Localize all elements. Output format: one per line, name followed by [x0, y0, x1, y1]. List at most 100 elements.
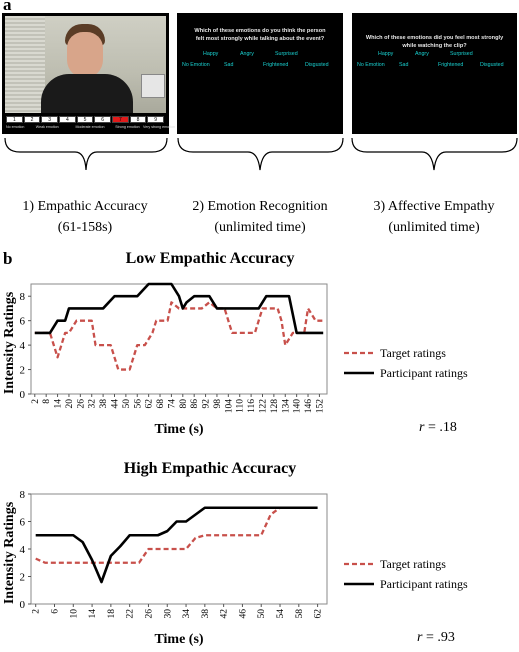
emotion-option[interactable]: Surprised: [275, 51, 298, 57]
chart-2-title: High Empathic Accuracy: [123, 460, 297, 477]
video-frame: [5, 16, 166, 113]
emotion-option[interactable]: Disgusted: [480, 62, 504, 68]
x-tick-label: 26: [144, 609, 154, 619]
rating-box[interactable]: 6: [94, 116, 111, 123]
rating-box[interactable]: 8: [129, 116, 147, 123]
rating-scale-label: Strong emotion: [115, 125, 140, 129]
rating-box[interactable]: 9: [147, 116, 164, 123]
panel-b-letter: b: [3, 249, 13, 268]
x-tick-label: 22: [126, 609, 136, 619]
brace-2: [177, 137, 344, 171]
chart-2-r-symbol: r: [417, 630, 423, 645]
x-tick-label: 128: [270, 399, 280, 414]
x-tick-label: 26: [76, 399, 86, 409]
y-tick-label: 2: [20, 365, 26, 377]
caption-empathic-accuracy: 1) Empathic Accuracy (61-158s): [0, 196, 170, 238]
emotion-recognition-screen: Which of these emotions do you think the…: [177, 13, 343, 134]
caption-affective-empathy: 3) Affective Empathy (unlimited time): [349, 196, 519, 238]
target-ratings-line: [35, 506, 318, 564]
rating-box[interactable]: 2: [23, 116, 41, 123]
x-tick-label: 46: [238, 609, 248, 619]
emotion-option[interactable]: Surprised: [450, 51, 473, 57]
rating-scale-label: No emotion: [6, 125, 25, 129]
x-tick-label: 58: [295, 609, 305, 619]
plot-area-border: [30, 493, 328, 605]
emotion-option[interactable]: Happy: [378, 51, 394, 57]
x-tick-label: 92: [202, 399, 212, 409]
x-tick-label: 80: [179, 399, 189, 409]
y-tick-label: 6: [20, 316, 26, 328]
x-tick-label: 98: [213, 399, 223, 409]
y-tick-label: 8: [20, 291, 26, 303]
x-tick-label: 10: [69, 609, 79, 619]
emotion-option[interactable]: Angry: [415, 51, 429, 57]
y-tick-label: 2: [20, 572, 26, 584]
emotion-option[interactable]: Happy: [203, 51, 219, 57]
affective-empathy-question: Which of these emotions did you feel mos…: [365, 35, 504, 49]
x-tick-label: 116: [247, 399, 257, 413]
x-tick-label: 86: [190, 399, 200, 409]
emotion-option[interactable]: Sad: [399, 62, 409, 68]
affective-empathy-screen: Which of these emotions did you feel mos…: [352, 13, 517, 134]
x-tick-label: 62: [145, 399, 155, 409]
brace-1: [4, 137, 168, 171]
x-tick-label: 122: [258, 399, 268, 414]
rating-box[interactable]: 3: [41, 116, 58, 123]
chart-2-r-value: r = .93: [417, 630, 455, 646]
participant-ratings-line: [35, 506, 318, 584]
rating-box[interactable]: 5: [76, 116, 94, 123]
y-tick-label: 4: [20, 544, 26, 556]
emotion-option[interactable]: No Emotion: [182, 62, 210, 68]
y-tick-label: 4: [20, 340, 26, 352]
x-tick-label: 2: [32, 609, 42, 614]
x-tick-label: 14: [88, 609, 98, 619]
x-axis-label: Time (s): [154, 632, 203, 647]
x-tick-label: 20: [65, 399, 75, 409]
chart-1-r-symbol: r: [419, 420, 425, 435]
emotion-option[interactable]: No Emotion: [357, 62, 385, 68]
x-tick-label: 44: [110, 399, 120, 409]
caption-1-line1: 1) Empathic Accuracy: [22, 199, 148, 214]
emotion-option[interactable]: Frightened: [263, 62, 289, 68]
emotion-option[interactable]: Sad: [224, 62, 234, 68]
monitor-icon: [141, 74, 165, 98]
chart-1-title: Low Empathic Accuracy: [125, 250, 295, 267]
x-tick-label: 54: [276, 609, 286, 619]
x-tick-label: 50: [122, 399, 132, 409]
x-tick-label: 38: [201, 609, 211, 619]
panel-a-letter: a: [3, 0, 12, 14]
caption-3-line2: (unlimited time): [388, 220, 480, 235]
window-blind: [5, 16, 45, 113]
rating-box[interactable]: 4: [59, 116, 76, 123]
x-tick-label: 38: [99, 399, 109, 409]
rating-scale-label: Weak emotion: [35, 125, 59, 129]
x-tick-label: 50: [257, 609, 267, 619]
x-tick-label: 56: [133, 399, 143, 409]
chart-2-r-number: = .93: [425, 630, 455, 645]
x-tick-label: 68: [156, 399, 166, 409]
emotion-option[interactable]: Disgusted: [305, 62, 329, 68]
target-ratings-line: [34, 301, 324, 371]
x-tick-label: 30: [163, 609, 173, 619]
y-tick-label: 0: [20, 599, 26, 611]
caption-2-line1: 2) Emotion Recognition: [192, 199, 328, 214]
emotion-option[interactable]: Angry: [240, 51, 254, 57]
x-tick-label: 34: [182, 609, 192, 619]
x-tick-label: 62: [314, 609, 324, 619]
caption-emotion-recognition: 2) Emotion Recognition (unlimited time): [175, 196, 345, 238]
emotion-option[interactable]: Frightened: [438, 62, 464, 68]
rating-box[interactable]: 7: [112, 116, 129, 123]
x-tick-label: 32: [88, 399, 98, 409]
rating-box[interactable]: 1: [6, 116, 23, 123]
emotion-recognition-question: Which of these emotions do you think the…: [194, 28, 326, 42]
plot-area-border: [30, 283, 328, 395]
caption-braces: [4, 137, 518, 171]
x-tick-label: 104: [224, 399, 234, 414]
rating-scale-label: Very strong emotion: [143, 125, 175, 129]
x-tick-label: 8: [42, 399, 52, 404]
x-tick-label: 6: [50, 609, 60, 614]
legend-label: Participant ratings: [380, 366, 468, 380]
